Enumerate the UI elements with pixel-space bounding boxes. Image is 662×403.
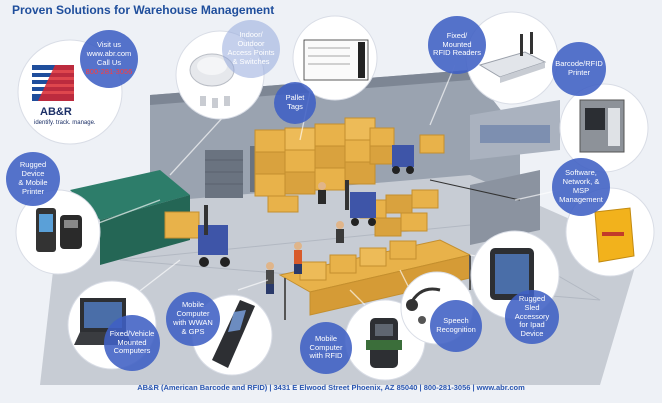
device-circle-label: [292, 15, 378, 101]
callout-mobile-wwan: Mobile Computer with WWAN & GPS: [166, 292, 220, 346]
abr-logo-graphic: [32, 65, 74, 101]
callout-access-points: Indoor/ Outdoor Access Points & Switches: [222, 20, 280, 78]
callout-line: Fixed/: [446, 30, 468, 40]
office-shelves: [480, 125, 550, 143]
worker-1: [266, 262, 274, 294]
callout-line: Device: [21, 169, 45, 179]
device-circle-rugged-device: [15, 189, 101, 275]
callout-line: Indoor/: [239, 30, 263, 40]
callout-speech: Speech Recognition: [430, 300, 482, 352]
callout-line: Printer: [21, 186, 45, 196]
callout-line: Mobile: [181, 300, 205, 310]
forklift-right: [392, 145, 414, 174]
callout-line: Sled Accessory: [514, 302, 550, 321]
worker-4: [336, 221, 344, 243]
callout-line: Computer: [309, 342, 343, 352]
callout-barcode-printer: Barcode/RFID Printer: [552, 42, 606, 96]
callout-line: & Switches: [232, 56, 270, 66]
callout-line: & Mobile: [18, 178, 48, 187]
logo-name: AB&R: [40, 106, 72, 118]
dock-door-1: [205, 150, 243, 198]
callout-line: Device: [520, 329, 544, 339]
callout-line: Tags: [287, 102, 303, 111]
callout-line: Software,: [565, 168, 597, 178]
contact-line: Visit us: [96, 40, 122, 50]
callout-line: Recognition: [436, 325, 476, 334]
callout-line: Mobile: [314, 333, 338, 343]
device-circle-rfid-reader: [465, 11, 559, 105]
worker-2: [294, 242, 302, 274]
footer-text: AB&R (American Barcode and RFID) | 3431 …: [137, 382, 525, 392]
callout-pallet-tags: Pallet Tags: [274, 82, 316, 124]
page-title: Proven Solutions for Warehouse Managemen…: [12, 3, 275, 17]
callout-line: Computer: [176, 309, 210, 319]
callout-line: Rugged: [518, 293, 546, 303]
callout-line: Network, &: [562, 177, 600, 187]
callout-line: Rugged: [19, 160, 47, 170]
loading-dock: [70, 170, 190, 220]
pallet-rack-right: [359, 189, 439, 237]
callout-rugged-device: Rugged Device & Mobile Printer: [6, 152, 60, 206]
callout-line: Barcode/RFID: [555, 59, 603, 69]
callout-rfid-readers: Fixed/ Mounted RFID Readers: [428, 16, 486, 74]
callout-line: Printer: [567, 68, 591, 77]
worker-3: [318, 182, 326, 204]
contact-bubble: Visit us www.abr.com Call Us 800-281-305…: [80, 30, 138, 88]
forklift-center: [345, 180, 376, 226]
callout-line: Computers: [113, 346, 151, 356]
callout-line: with RFID: [309, 351, 343, 361]
callout-line: RFID Readers: [433, 48, 481, 58]
forklift-left: [164, 205, 230, 267]
box-stack-right: [369, 127, 445, 165]
callout-line: Management: [559, 194, 603, 204]
callout-line: & GPS: [181, 326, 205, 336]
pallet-rack-front: [278, 239, 472, 320]
contact-website[interactable]: www.abr.com: [86, 49, 132, 59]
callout-line: Pallet: [285, 93, 305, 103]
device-circle-printer: [559, 83, 649, 173]
callout-line: MSP: [572, 186, 590, 195]
footer: AB&R (American Barcode and RFID) | 3431 …: [0, 377, 662, 397]
callout-software: Software, Network, & MSP Management: [552, 158, 610, 216]
callout-line: with WWAN: [173, 318, 213, 327]
callout-mobile-rfid: Mobile Computer with RFID: [300, 322, 352, 374]
callout-line: Mounted: [442, 39, 472, 49]
contact-line: Call Us: [96, 58, 122, 67]
callout-line: Mounted: [117, 337, 147, 347]
right-wall: [470, 170, 540, 245]
callout-line: Speech: [443, 316, 469, 326]
callout-sled: Rugged Sled Accessory for Ipad Device: [505, 290, 559, 344]
contact-phone[interactable]: 800-281-3056: [85, 66, 133, 76]
callout-line: Outdoor: [237, 39, 265, 49]
logo-tagline: identify. track. manage.: [34, 120, 96, 126]
callout-fixed-vehicle: Fixed/Vehicle Mounted Computers: [104, 315, 160, 371]
callout-line: Access Points: [227, 48, 275, 57]
callout-line: Fixed/Vehicle: [109, 328, 155, 338]
callout-line: for Ipad: [519, 320, 545, 330]
